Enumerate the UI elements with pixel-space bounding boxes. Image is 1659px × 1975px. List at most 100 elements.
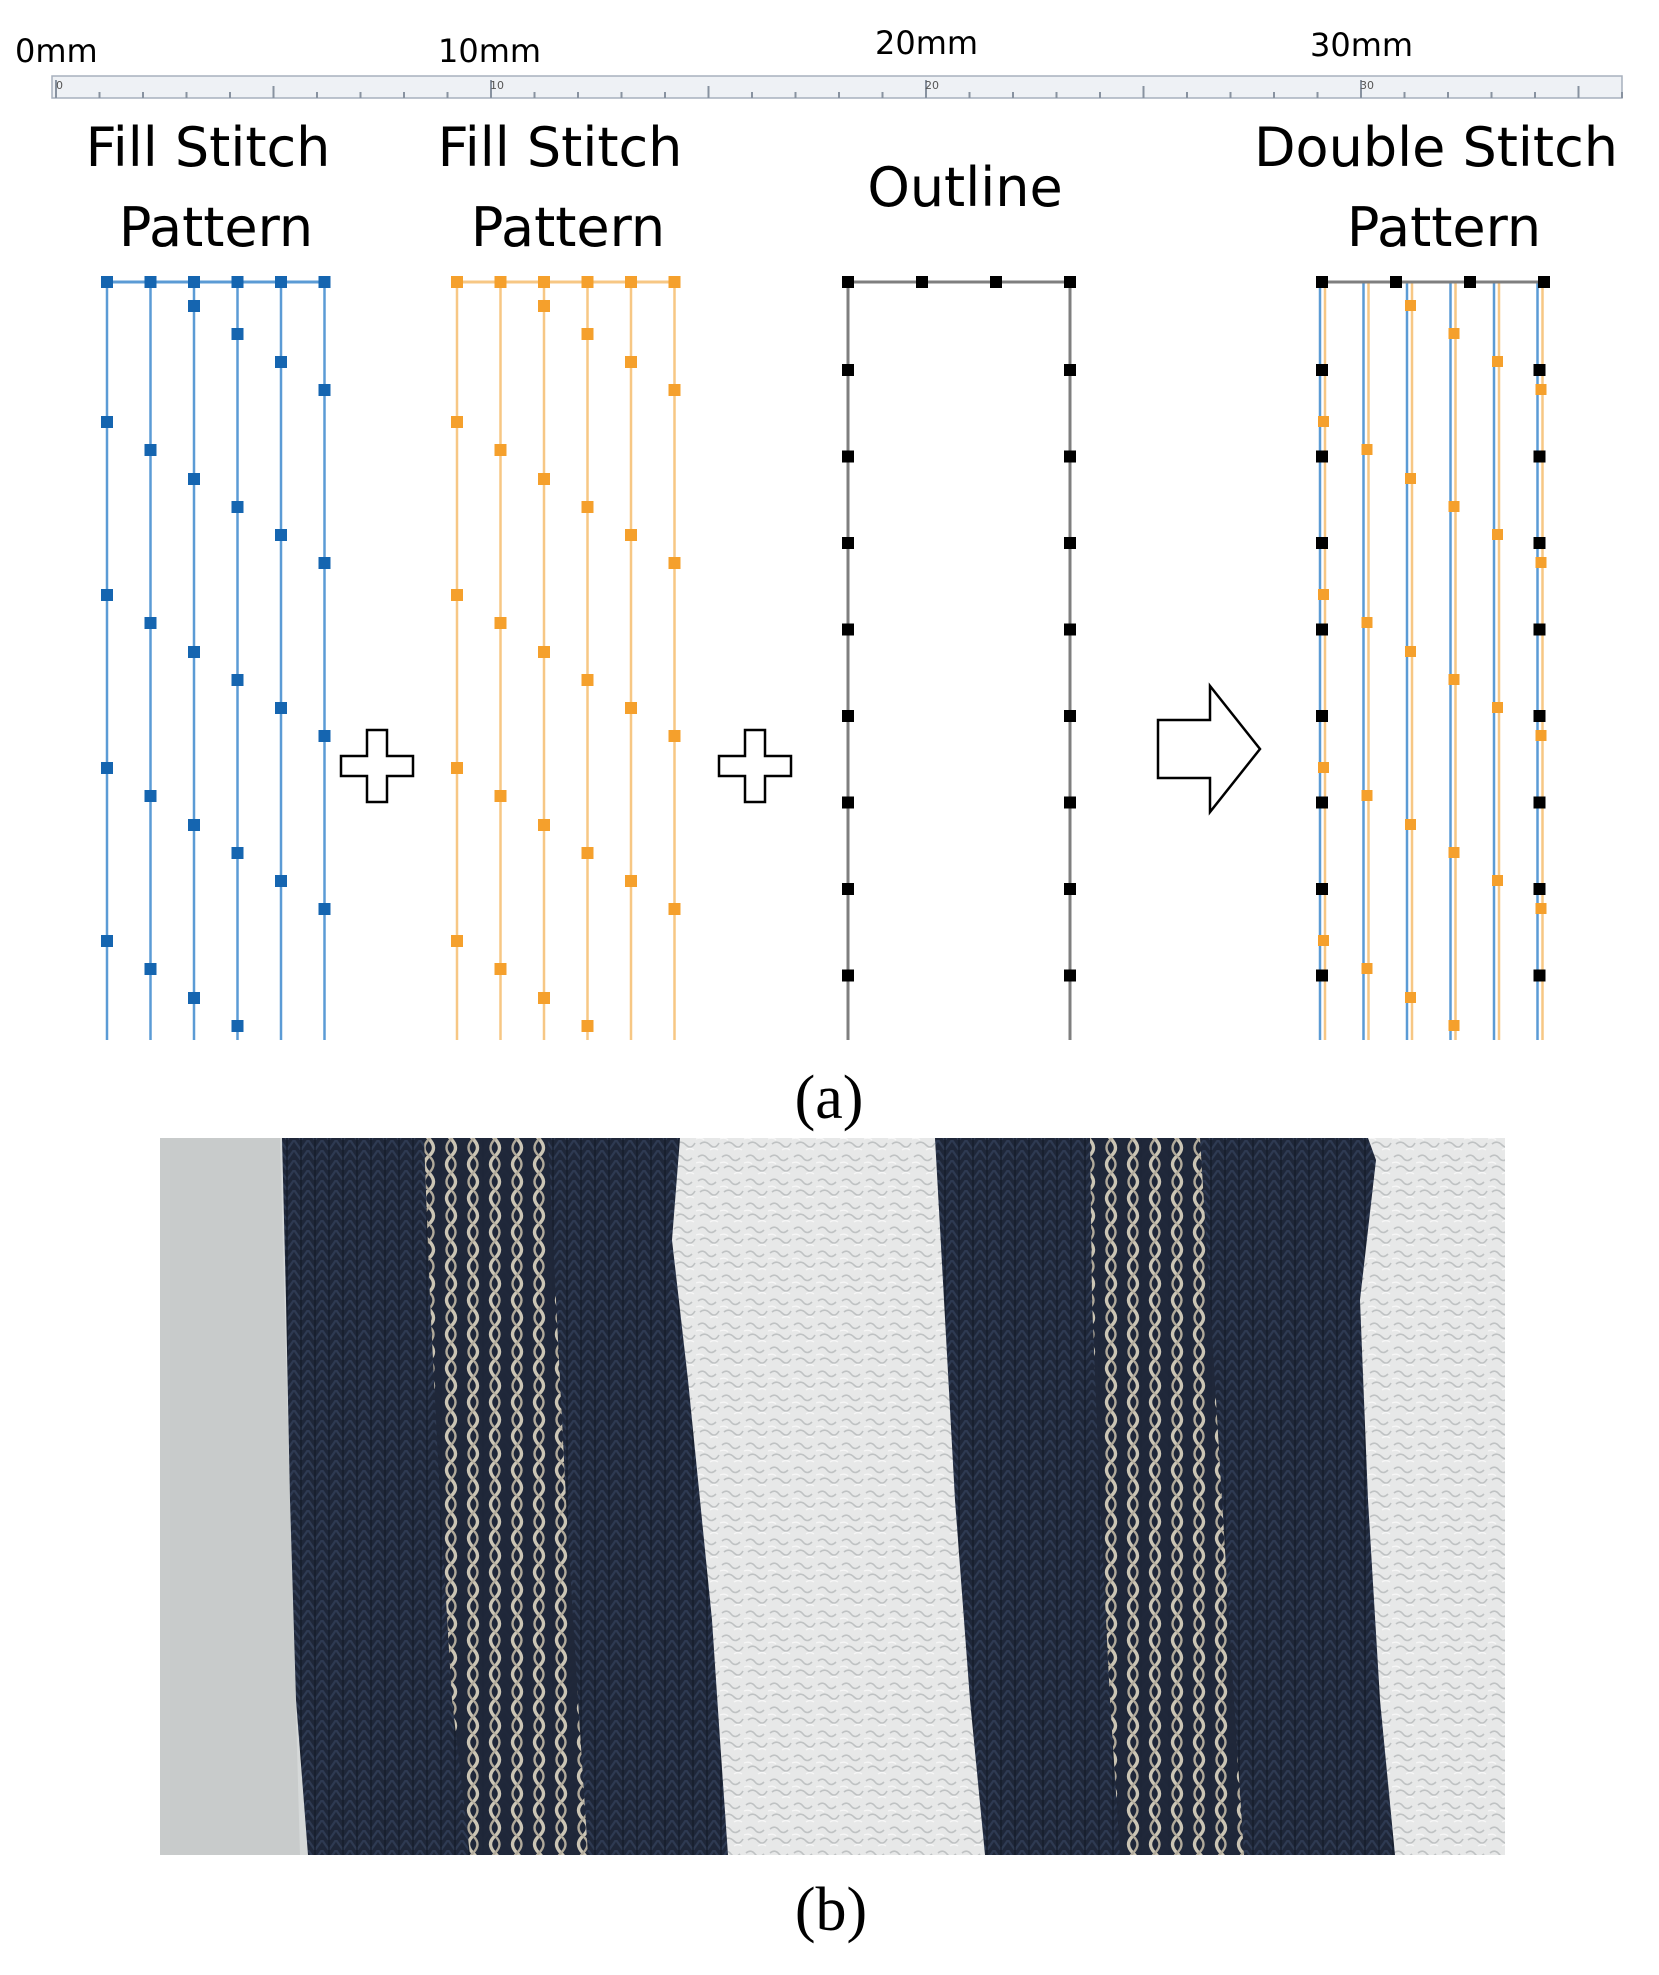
- ruler-label-20mm: 20mm: [875, 24, 978, 62]
- stitch-point: [1318, 762, 1329, 773]
- stitch-point: [1405, 819, 1416, 830]
- double-stitch-title-line1: Double Stitch: [1254, 116, 1618, 179]
- ruler-small-20: 20: [925, 79, 939, 92]
- stitch-point: [1533, 883, 1546, 895]
- stitch-point: [1535, 384, 1547, 395]
- stitch-point: [1492, 702, 1503, 713]
- stitch-point: [451, 416, 463, 428]
- stitch-point: [1492, 875, 1503, 886]
- stitch-point: [1316, 710, 1328, 722]
- stitch-point: [538, 992, 550, 1004]
- stitch-point: [625, 529, 637, 541]
- ruler-label-30mm: 30mm: [1310, 26, 1413, 64]
- ruler-label-0mm: 0mm: [15, 32, 98, 70]
- stitch-point: [1361, 444, 1373, 455]
- stitch-point: [1064, 969, 1076, 982]
- outline-pattern: [842, 276, 1076, 1040]
- ruler-small-30: 30: [1360, 79, 1374, 92]
- stitch-point: [275, 702, 287, 714]
- stitch-point: [1064, 796, 1076, 809]
- stitch-point: [231, 328, 244, 340]
- ruler-bar: [51, 75, 1623, 99]
- stitch-point: [1533, 450, 1546, 463]
- stitch-point: [1405, 646, 1416, 657]
- stitch-point: [842, 537, 854, 549]
- stitch-point: [318, 903, 331, 915]
- stitch-point: [1361, 963, 1373, 974]
- stitch-point: [144, 790, 157, 802]
- stitch-point: [101, 935, 113, 947]
- stitch-point: [1318, 589, 1329, 600]
- stitch-point: [581, 1020, 594, 1032]
- stitch-point: [494, 790, 507, 802]
- stitch-point: [1064, 450, 1076, 463]
- stitch-point: [538, 276, 550, 288]
- stitch-point: [231, 847, 244, 859]
- stitch-point: [668, 276, 681, 288]
- stitch-point: [1064, 537, 1076, 549]
- stitch-point: [538, 300, 550, 312]
- stitch-point: [1533, 710, 1546, 722]
- stitch-point: [231, 1020, 244, 1032]
- stitch-point: [581, 328, 594, 340]
- fill-stitch-1-title-line1: Fill Stitch: [86, 116, 331, 179]
- stitch-point: [101, 276, 113, 288]
- stitch-point: [1316, 883, 1328, 895]
- stitch-point: [1538, 276, 1550, 288]
- stitch-point: [144, 617, 157, 629]
- stitch-point: [1448, 501, 1460, 512]
- stitch-point: [668, 903, 681, 915]
- stitch-point: [1448, 328, 1460, 339]
- stitch-point: [1316, 969, 1328, 982]
- stitch-point: [318, 730, 331, 742]
- stitch-point: [275, 875, 287, 887]
- stitch-point: [842, 450, 854, 463]
- stitch-point: [625, 875, 637, 887]
- stitch-point: [1535, 730, 1547, 741]
- ruler-ticks: [55, 80, 1623, 98]
- double-stitch-pattern: [1316, 276, 1550, 1040]
- stitch-point: [581, 674, 594, 686]
- ruler: 0mm 10mm 20mm 30mm 0 10 20 30: [15, 24, 1623, 99]
- stitch-point: [1318, 935, 1329, 946]
- fill-stitch-pattern-1: [101, 276, 331, 1040]
- stitch-point: [842, 276, 854, 288]
- stitch-point: [1064, 276, 1076, 288]
- stitch-point: [1533, 364, 1546, 376]
- stitch-point: [1405, 992, 1416, 1003]
- stitch-point: [494, 617, 507, 629]
- stitch-point: [318, 557, 331, 569]
- stitch-point: [668, 730, 681, 742]
- stitch-point: [1064, 623, 1076, 636]
- stitch-point: [1533, 796, 1546, 809]
- stitch-point: [625, 276, 637, 288]
- stitch-point: [1405, 473, 1416, 484]
- stitch-point: [581, 847, 594, 859]
- stitch-point: [1492, 529, 1503, 540]
- stitch-point: [1316, 276, 1328, 288]
- double-stitch-title-line2: Pattern: [1347, 196, 1541, 259]
- fill-stitch-1-title-line2: Pattern: [119, 196, 313, 259]
- stitch-point: [1533, 969, 1546, 982]
- stitch-point: [1405, 300, 1416, 311]
- stitch-point: [842, 969, 854, 982]
- stitch-point: [625, 356, 637, 368]
- stitch-point: [1316, 450, 1328, 463]
- stitch-point: [842, 796, 854, 809]
- stitch-point: [188, 276, 200, 288]
- stitch-point: [1448, 1020, 1460, 1031]
- stitch-point: [275, 276, 287, 288]
- stitch-point: [581, 501, 594, 513]
- stitch-point: [188, 473, 200, 485]
- stitch-point: [842, 710, 854, 722]
- stitch-point: [1448, 847, 1460, 858]
- fill-stitch-2-title-line2: Pattern: [471, 196, 665, 259]
- stitch-point: [538, 473, 550, 485]
- stitch-point: [990, 276, 1002, 288]
- stitch-point: [144, 276, 157, 288]
- stitch-point: [188, 992, 200, 1004]
- stitch-point: [1492, 356, 1503, 367]
- stitch-point: [144, 963, 157, 975]
- stitch-point: [188, 646, 200, 658]
